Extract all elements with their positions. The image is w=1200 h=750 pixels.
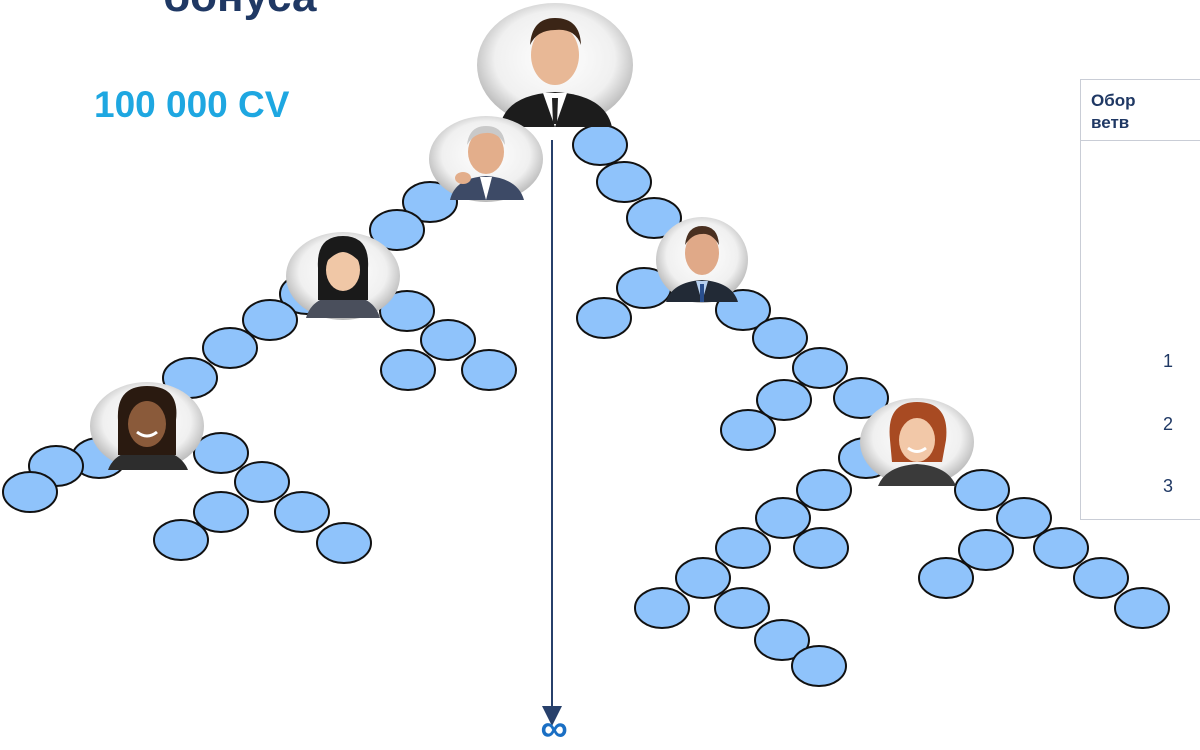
person-gray-hair-man — [429, 116, 543, 202]
person-man-right — [656, 217, 748, 303]
tree-node — [380, 349, 436, 391]
tree-node — [715, 527, 771, 569]
side-panel: Обор ветв 1 2 3 — [1080, 79, 1200, 520]
tree-node — [756, 379, 812, 421]
person-smiling-woman — [90, 382, 204, 470]
panel-number-3: 3 — [1163, 476, 1174, 496]
person-top-man — [477, 3, 633, 127]
tree-node — [793, 527, 849, 569]
tree-node — [626, 197, 682, 239]
tree-node — [720, 409, 776, 451]
tree-node — [791, 645, 847, 687]
tree-node — [461, 349, 517, 391]
tree-node — [958, 529, 1014, 571]
tree-node — [833, 377, 889, 419]
tree-node — [596, 161, 652, 203]
tree-node — [954, 469, 1010, 511]
tree-node — [202, 327, 258, 369]
tree-node — [714, 587, 770, 629]
person-red-hair-woman — [860, 398, 974, 486]
tree-node — [918, 557, 974, 599]
tree-node — [996, 497, 1052, 539]
cv-volume-label: 100 000 CV — [94, 84, 290, 125]
panel-number-1: 1 — [1163, 351, 1174, 371]
tree-node — [193, 491, 249, 533]
tree-node — [572, 124, 628, 166]
tree-node — [2, 471, 58, 513]
tree-node — [274, 491, 330, 533]
panel-number-2: 2 — [1163, 414, 1174, 434]
tree-node — [634, 587, 690, 629]
tree-node — [193, 432, 249, 474]
tree-node — [675, 557, 731, 599]
tree-node — [752, 317, 808, 359]
tree-node — [402, 181, 458, 223]
network-tree-diagram — [2, 3, 1170, 726]
tree-node — [420, 319, 476, 361]
tree-node — [576, 297, 632, 339]
node-group — [2, 124, 1170, 687]
tree-node — [1114, 587, 1170, 629]
tree-node — [379, 290, 435, 332]
tree-node — [796, 469, 852, 511]
panel-divider — [1081, 140, 1200, 141]
tree-node — [792, 347, 848, 389]
tree-node — [242, 299, 298, 341]
panel-heading-line1: Обор — [1091, 91, 1136, 110]
tree-node — [153, 519, 209, 561]
tree-node — [234, 461, 290, 503]
tree-node — [1033, 527, 1089, 569]
tree-node — [316, 522, 372, 564]
tree-node — [754, 619, 810, 661]
tree-node — [1073, 557, 1129, 599]
panel-heading-line2: ветв — [1091, 113, 1130, 132]
tree-node — [755, 497, 811, 539]
person-woman-dark-hair — [286, 232, 400, 320]
infinity-symbol: ∞ — [540, 708, 568, 750]
panel-heading: Обор ветв — [1091, 90, 1136, 134]
page-title: бонуса — [163, 0, 316, 22]
tree-node — [369, 209, 425, 251]
